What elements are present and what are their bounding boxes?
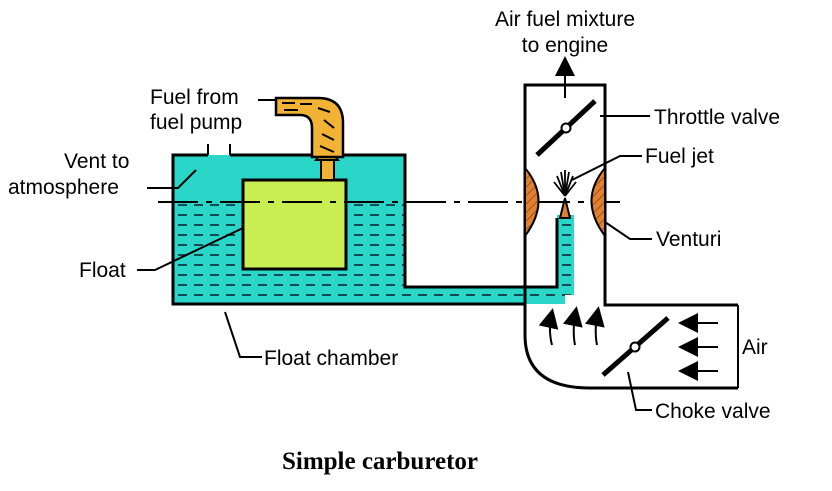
label-to-engine: to engine — [522, 34, 608, 57]
label-throttle-valve: Throttle valve — [654, 106, 780, 129]
label-fuel-jet: Fuel jet — [645, 145, 714, 168]
venturi-left — [524, 165, 540, 240]
float — [241, 178, 348, 271]
label-air-fuel-mixture: Air fuel mixture — [495, 8, 635, 31]
passage-fuel — [405, 287, 565, 304]
label-vent-to: Vent to — [64, 150, 129, 173]
label-fuel-pump: fuel pump — [150, 111, 242, 134]
diagram-caption: Simple carburetor — [282, 448, 478, 475]
label-venturi: Venturi — [656, 228, 721, 251]
venturi-right — [590, 165, 606, 240]
label-float: Float — [79, 259, 126, 282]
fuel-pipe — [274, 96, 345, 159]
label-float-chamber: Float chamber — [264, 347, 398, 370]
carburetor-barrel — [523, 83, 738, 390]
label-choke-valve: Choke valve — [655, 400, 771, 423]
riser-fuel — [557, 215, 574, 295]
fuel-spray-icon — [553, 170, 577, 197]
fuel-jet-nozzle — [558, 197, 572, 219]
label-atmosphere: atmosphere — [8, 176, 119, 199]
float-chamber-outline — [171, 153, 559, 335]
label-fuel-from: Fuel from — [150, 86, 239, 109]
label-air: Air — [742, 336, 768, 359]
